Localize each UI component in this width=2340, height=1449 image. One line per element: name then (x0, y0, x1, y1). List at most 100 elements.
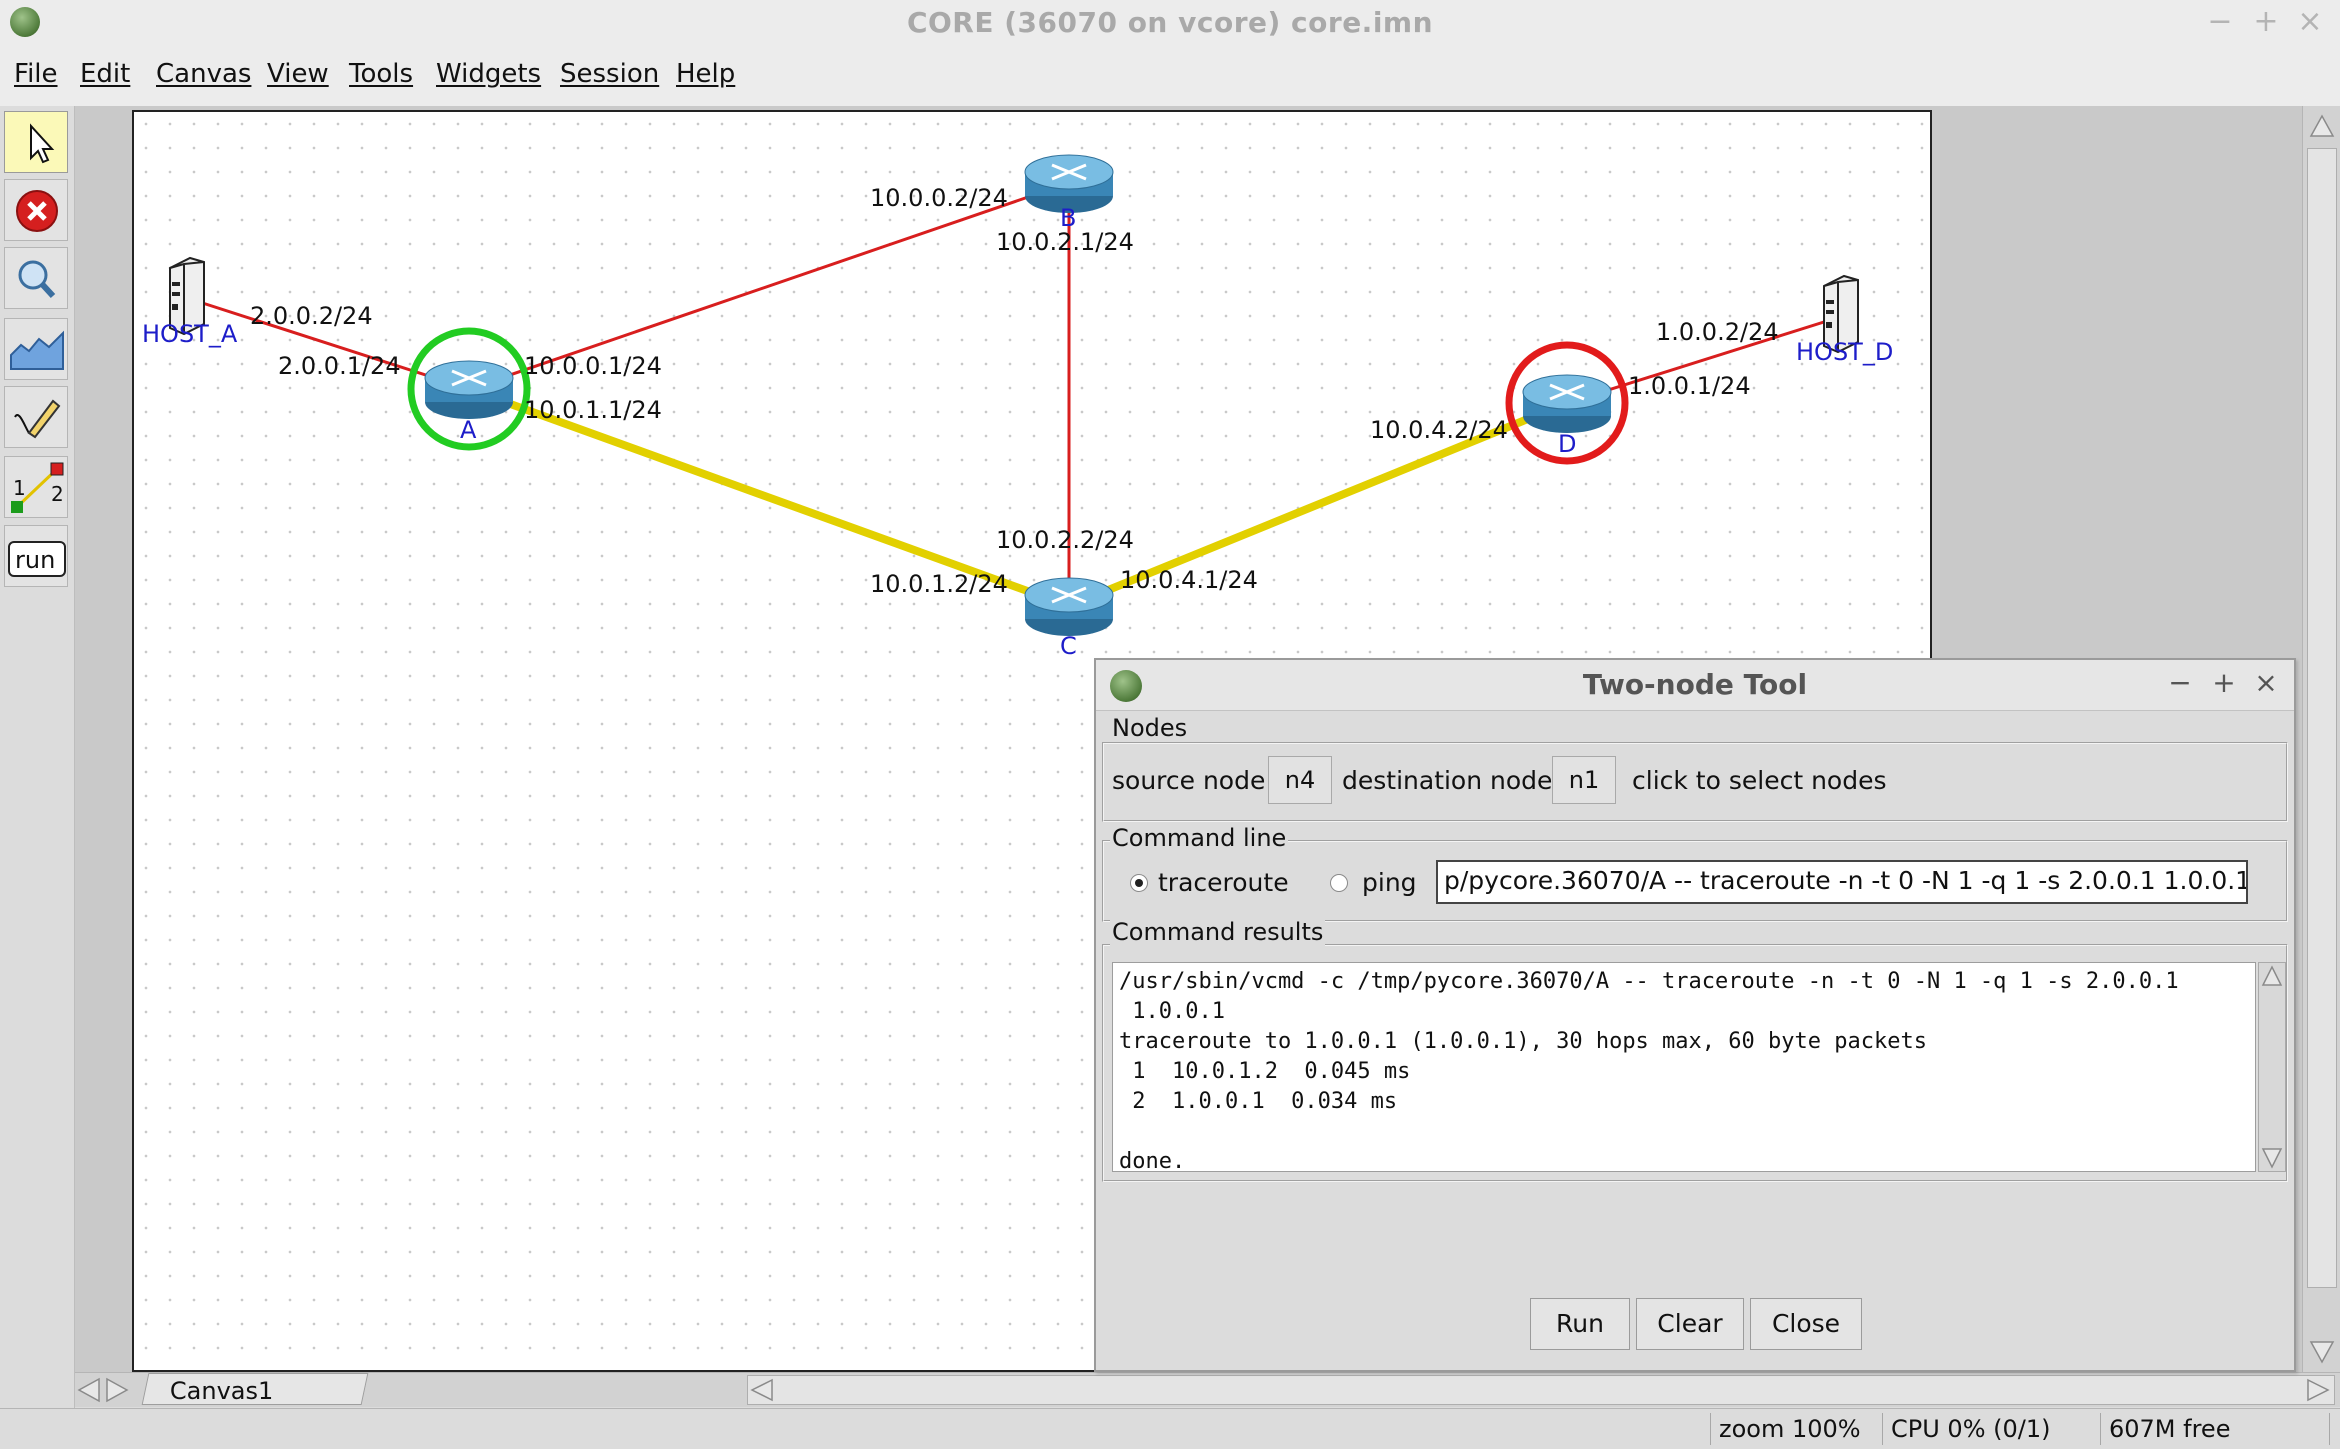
ifc-label: 10.0.2.2/24 (996, 526, 1134, 554)
menu-view[interactable]: View (267, 59, 329, 89)
hscroll-right-icon[interactable] (2306, 1378, 2330, 1402)
close-button[interactable]: × (2297, 4, 2323, 39)
menu-session[interactable]: Session (560, 59, 660, 89)
tab-scroll-right-icon[interactable] (105, 1377, 129, 1403)
select-tool-button[interactable] (4, 111, 68, 173)
ifc-label: 10.0.1.2/24 (870, 570, 1008, 598)
canvas-vertical-scrollbar[interactable] (2302, 106, 2340, 1374)
command-input[interactable]: p/pycore.36070/A -- traceroute -n -t 0 -… (1436, 860, 2248, 904)
command-line-frame (1102, 840, 2288, 922)
minimize-button[interactable]: − (2207, 4, 2233, 39)
ping-radio[interactable] (1330, 874, 1348, 892)
window-title: CORE (36070 on vcore) core.imn (906, 6, 1434, 39)
dialog-maximize-button[interactable]: + (2212, 666, 2236, 699)
menu-bar: File Edit Canvas View Tools Widgets Sess… (0, 44, 2340, 107)
draw-tool-button[interactable] (4, 386, 68, 448)
node-label-b: B (1060, 204, 1077, 232)
two-node-tool-dialog: Two-node Tool − + × Nodes source node n4… (1094, 658, 2296, 1372)
close-button[interactable]: Close (1750, 1298, 1862, 1350)
throughput-tool-button[interactable] (4, 318, 68, 380)
canvas-tab-row: Canvas1 (75, 1372, 2340, 1407)
hscroll-left-icon[interactable] (750, 1378, 774, 1402)
command-results-text[interactable]: /usr/sbin/vcmd -c /tmp/pycore.36070/A --… (1112, 962, 2256, 1174)
vertical-scroll-thumb[interactable] (2307, 148, 2337, 1288)
traceroute-radio-label[interactable]: traceroute (1158, 868, 1289, 897)
traceroute-radio[interactable] (1130, 874, 1148, 892)
link-d-hostd[interactable] (1566, 314, 1844, 405)
ifc-label: 2.0.0.2/24 (250, 302, 373, 330)
stop-tool-button[interactable] (4, 179, 68, 241)
dest-node-ring (1505, 341, 1629, 465)
tab-canvas1[interactable]: Canvas1 (141, 1373, 369, 1405)
menu-canvas[interactable]: Canvas (156, 59, 252, 89)
tab-canvas1-label: Canvas1 (169, 1377, 274, 1405)
scroll-down-icon[interactable] (2309, 1340, 2335, 1364)
status-cpu: CPU 0% (0/1) (1882, 1413, 2100, 1445)
node-label-c: C (1060, 632, 1077, 660)
link-hosta-a[interactable] (186, 296, 470, 391)
link-a-b[interactable] (468, 181, 1070, 391)
zoom-tool-button[interactable] (4, 247, 68, 309)
dialog-title: Two-node Tool (1582, 668, 1808, 701)
host-a-icon[interactable] (169, 256, 205, 336)
menu-help[interactable]: Help (676, 59, 736, 89)
source-node-label: source node (1112, 766, 1266, 795)
status-bar: zoom 100% CPU 0% (0/1) 607M free (0, 1408, 2340, 1449)
two-node-label-1: 1 (13, 476, 26, 500)
menu-widgets[interactable]: Widgets (436, 59, 542, 89)
scroll-up-icon[interactable] (2309, 114, 2335, 138)
ifc-label: 10.0.4.2/24 (1370, 416, 1508, 444)
pointer-icon (30, 123, 55, 164)
ifc-label: 2.0.0.1/24 (278, 352, 401, 380)
two-node-tool-button[interactable]: 1 2 (4, 456, 68, 518)
ifc-label: 10.0.0.2/24 (870, 184, 1008, 212)
source-node-button[interactable]: n4 (1268, 756, 1332, 804)
pencil-icon (14, 399, 61, 439)
results-scroll-down-icon[interactable] (2261, 1147, 2283, 1169)
node-label-host-a: HOST_A (142, 320, 238, 348)
link-c-d-highlight[interactable] (1067, 399, 1569, 610)
run-button[interactable]: Run (1530, 1298, 1630, 1350)
router-d-icon[interactable] (1522, 374, 1612, 433)
command-results-frame (1102, 944, 2288, 1182)
ifc-label: 10.0.4.1/24 (1120, 566, 1258, 594)
command-results-frame-label: Command results (1110, 918, 1326, 946)
maximize-button[interactable]: + (2253, 4, 2279, 39)
node-label-host-d: HOST_D (1796, 338, 1894, 366)
menu-edit[interactable]: Edit (80, 59, 131, 89)
results-output: /usr/sbin/vcmd -c /tmp/pycore.36070/A --… (1119, 969, 2179, 1174)
router-b-icon[interactable] (1024, 154, 1114, 213)
dialog-minimize-button[interactable]: − (2168, 666, 2192, 699)
router-a-icon[interactable] (424, 360, 514, 419)
router-c-icon[interactable] (1024, 577, 1114, 636)
two-node-label-2: 2 (51, 482, 64, 506)
canvas-horizontal-scrollbar[interactable] (747, 1375, 2335, 1405)
results-scroll-up-icon[interactable] (2261, 965, 2283, 987)
host-d-icon[interactable] (1823, 274, 1859, 354)
core-logo-icon (1110, 670, 1142, 702)
graph-icon (10, 330, 64, 370)
magnifier-icon (18, 260, 56, 299)
menu-file[interactable]: File (14, 59, 58, 89)
ping-radio-label[interactable]: ping (1362, 868, 1417, 897)
menu-tools[interactable]: Tools (349, 59, 414, 89)
tab-scroll-left-icon[interactable] (77, 1377, 101, 1403)
nodes-frame (1102, 742, 2288, 822)
run-icon: run (8, 541, 66, 577)
node-label-a: A (460, 416, 477, 444)
run-icon-label: run (15, 546, 55, 574)
dialog-close-icon[interactable]: × (2254, 666, 2278, 699)
topology-drawing (169, 154, 1859, 636)
destination-node-label: destination node (1342, 766, 1553, 795)
stop-icon (16, 190, 58, 232)
ifc-label: 1.0.0.1/24 (1628, 372, 1751, 400)
run-tool-button[interactable]: run (4, 525, 68, 587)
title-bar: CORE (36070 on vcore) core.imn − + × (0, 0, 2340, 45)
link-a-c-highlight[interactable] (467, 385, 1071, 610)
clear-button[interactable]: Clear (1636, 1298, 1744, 1350)
ifc-label: 10.0.0.1/24 (524, 352, 662, 380)
destination-node-button[interactable]: n1 (1552, 756, 1616, 804)
dialog-title-bar[interactable]: Two-node Tool − + × (1096, 660, 2294, 711)
select-nodes-hint: click to select nodes (1632, 766, 1887, 795)
results-scrollbar[interactable] (2258, 962, 2286, 1172)
